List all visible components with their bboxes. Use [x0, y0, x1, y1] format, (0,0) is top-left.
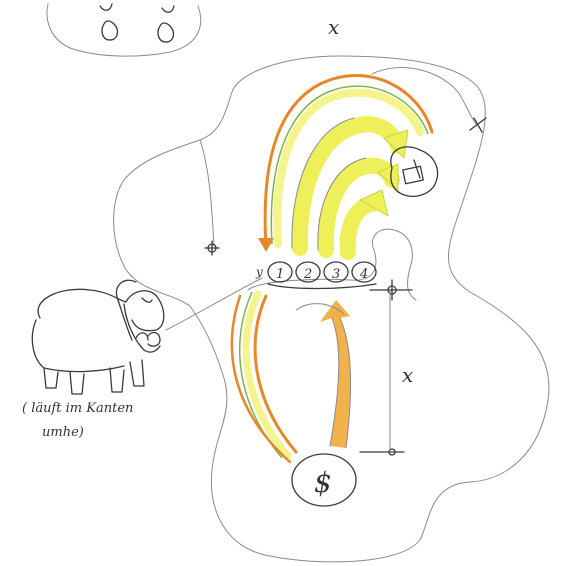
slot-2: 2 — [296, 262, 320, 282]
slot-row-lead: y — [255, 265, 263, 279]
slot-2-label: 2 — [303, 267, 312, 282]
note-line-2: umhe) — [42, 425, 84, 440]
arc-yellow-4 — [348, 204, 372, 252]
money-bag-icon: $ — [292, 454, 356, 506]
lower-arrow-orange-band — [320, 300, 351, 448]
slot-row: y 1 2 3 4 — [255, 262, 376, 289]
left-bulge — [200, 140, 214, 246]
x-mark-top: x — [328, 15, 339, 39]
upper-arrows — [258, 75, 432, 252]
slot-3-label: 3 — [332, 267, 340, 282]
sheep-icon — [32, 280, 163, 394]
crosshair-left — [205, 241, 219, 255]
crosshair-right-mid — [370, 280, 412, 300]
slot-4: 4 — [352, 262, 376, 282]
crosshair-right-bottom — [360, 449, 404, 455]
slot-1-label: 1 — [276, 267, 284, 282]
slot-3: 3 — [324, 262, 348, 282]
money-symbol: $ — [314, 466, 332, 499]
note-line-1: ( läuft im Kanten — [22, 401, 133, 416]
slot-1: 1 — [268, 262, 292, 282]
slot-4-label: 4 — [359, 267, 368, 282]
top-left-cloud — [47, 4, 201, 56]
x-mark-side: x — [402, 363, 413, 387]
lower-line-orange-2 — [232, 296, 290, 462]
lower-arrows — [232, 292, 351, 462]
